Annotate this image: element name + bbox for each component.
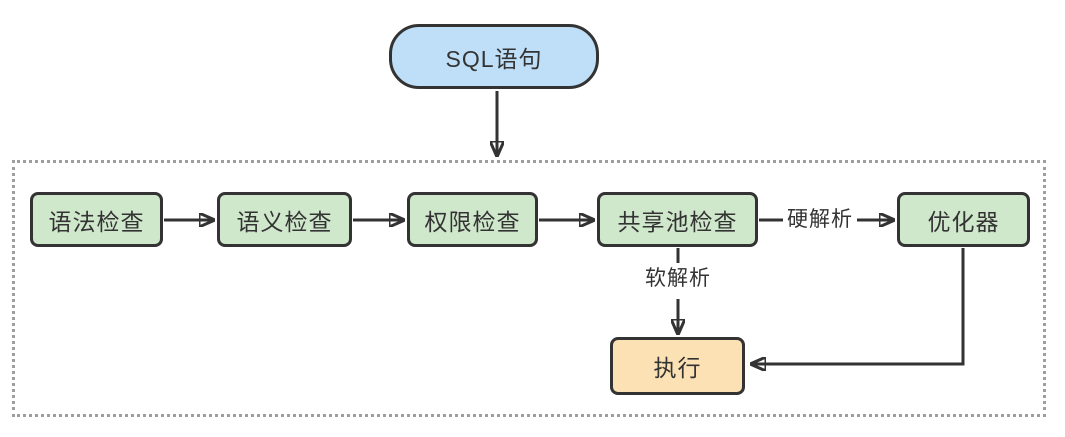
- node-semantic-check-label: 语义检查: [236, 208, 333, 235]
- node-sql-statement: SQL语句: [389, 24, 599, 89]
- node-sql-statement-label: SQL语句: [445, 45, 543, 72]
- node-syntax-check: 语法检查: [30, 192, 163, 247]
- node-optimizer: 优化器: [897, 192, 1030, 247]
- dotted-stage-container: [12, 160, 1046, 417]
- node-permission-check-label: 权限检查: [424, 208, 521, 235]
- edge-label-soft-parse: 软解析: [639, 266, 717, 292]
- node-permission-check: 权限检查: [407, 192, 538, 247]
- node-semantic-check: 语义检查: [217, 192, 352, 247]
- node-execute-label: 执行: [653, 355, 702, 381]
- node-execute: 执行: [610, 337, 745, 395]
- node-optimizer-label: 优化器: [927, 208, 1000, 235]
- node-syntax-check-label: 语法检查: [48, 208, 145, 235]
- edge-label-hard-parse: 硬解析: [781, 207, 859, 233]
- node-shared-pool-check: 共享池检查: [597, 192, 758, 247]
- node-shared-pool-check-label: 共享池检查: [617, 208, 738, 235]
